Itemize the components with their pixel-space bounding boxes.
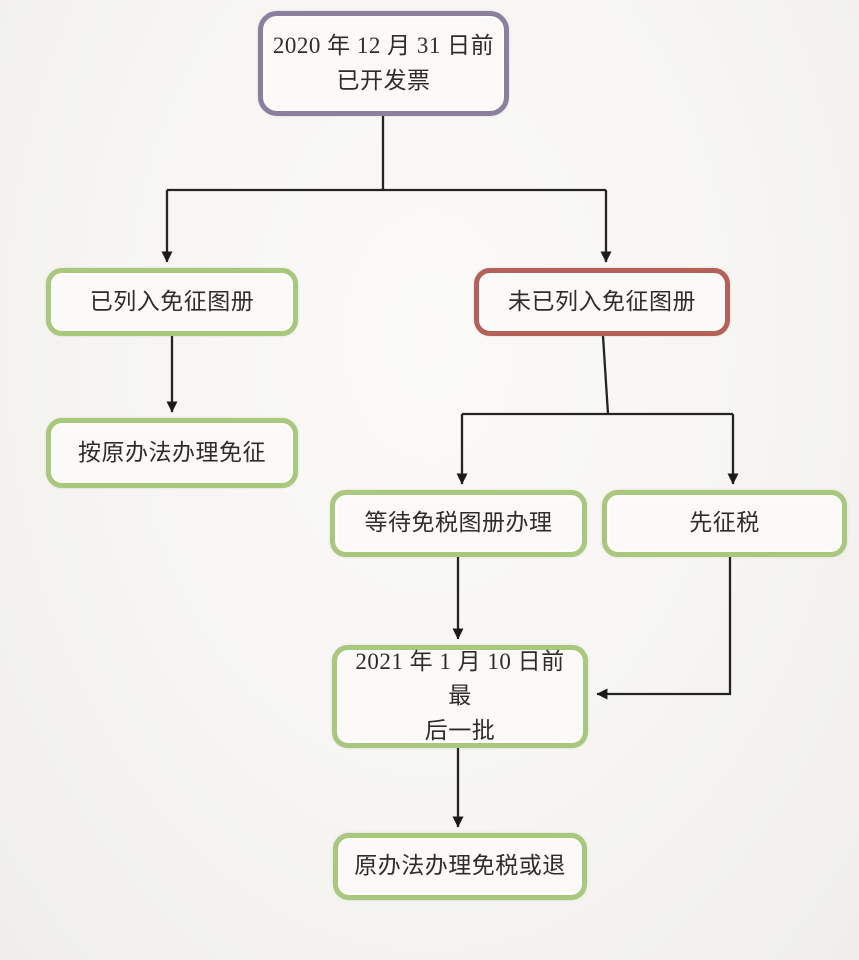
node-label: 按原办法办理免征 [78,439,266,465]
node-label: 原办法办理免税或退 [354,853,566,879]
node-invoice-before-2020-12-31: 2020 年 12 月 31 日前 已开发票 [258,11,509,116]
node-tax-first: 先征税 [602,490,847,557]
node-handle-exemption-original-method: 按原办法办理免征 [46,418,298,488]
edge-elbow-tax-first-to-last-batch [596,557,732,700]
node-label: 已列入免征图册 [89,288,255,314]
node-label: 2020 年 12 月 31 日前 已开发票 [272,33,495,93]
node-wait-tax-free-catalog-processing: 等待免税图册办理 [330,490,587,557]
node-label: 未已列入免征图册 [508,288,696,314]
node-label: 等待免税图册办理 [364,510,553,536]
node-label: 2021 年 1 月 10 日前最 后一批 [355,648,565,743]
node-listed-in-exempt-catalog: 已列入免征图册 [46,268,298,336]
edge-red-trunk [601,335,610,415]
node-last-batch-before-2021-01-10: 2021 年 1 月 10 日前最 后一批 [332,645,588,748]
node-not-listed-in-exempt-catalog: 未已列入免征图册 [474,268,730,336]
node-original-method-exempt-or-refund: 原办法办理免税或退 [333,833,587,900]
node-label: 先征税 [689,510,760,536]
